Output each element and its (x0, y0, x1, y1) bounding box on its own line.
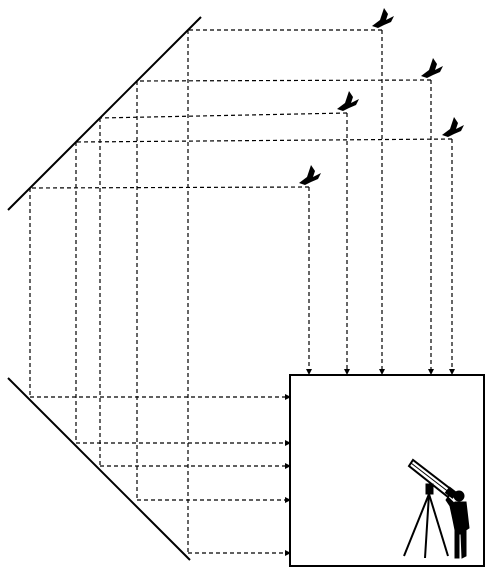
ray-arrowheads (285, 369, 455, 556)
ray-3-to-upper-mirror (99, 112, 348, 119)
arrow-box-side-4 (285, 440, 291, 446)
arrow-box-top-2 (428, 369, 434, 375)
ray-2-to-upper-mirror (136, 79, 432, 82)
arrow-box-top-4 (449, 369, 455, 375)
bird-4-icon (442, 117, 464, 137)
arrow-box-top-3 (344, 369, 350, 375)
arrow-box-side-2 (285, 497, 291, 503)
bird-2-icon (421, 58, 443, 78)
bird-1-icon (372, 8, 394, 28)
lower-mirror (7, 377, 191, 561)
bird-5-icon (299, 165, 321, 185)
ray-5-to-upper-mirror (29, 186, 310, 189)
arrow-box-side-5 (285, 394, 291, 400)
arrow-box-side-3 (285, 463, 291, 469)
light-rays (29, 29, 453, 554)
bird-3-icon (337, 91, 359, 111)
ray-4-to-upper-mirror (75, 138, 453, 143)
arrow-box-side-1 (285, 550, 291, 556)
birds-group (299, 8, 464, 185)
arrow-box-top-5 (306, 369, 312, 375)
upper-mirror (7, 16, 202, 211)
observer-icon (445, 490, 470, 559)
arrow-box-top-1 (379, 369, 385, 375)
observation-box (289, 374, 485, 567)
